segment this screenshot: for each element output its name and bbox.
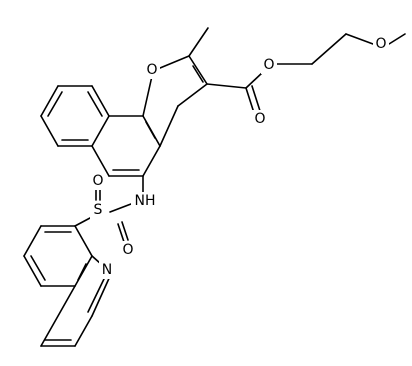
- ring-oxygen-label: O: [146, 62, 157, 78]
- bond-o1-c11: [159, 55, 190, 69]
- bond-c6-c1-inner: [87, 91, 103, 117]
- bond-n-c23: [91, 273, 112, 317]
- bond-s-o-bottom-a: [117, 223, 125, 243]
- bond-c7-c8-inner: [145, 121, 156, 139]
- ester-oxygen-atom: O: [261, 56, 277, 74]
- quinoline-nitrogen-label: N: [102, 262, 112, 278]
- bond-c12-c13: [177, 83, 208, 107]
- bond-c12-c14: [206, 83, 247, 89]
- atom-labels: O O O O NH S O O: [90, 35, 389, 279]
- sulfur-atom: S: [90, 201, 106, 219]
- bond-s-o-bottom-b: [121, 221, 129, 241]
- sulfonyl-oxygen-bottom-label: O: [122, 242, 133, 258]
- bond-c21-c22-inner: [77, 263, 87, 281]
- sulfonyl-oxygen-top-label: O: [92, 173, 103, 189]
- bond-c6-c1: [91, 85, 110, 117]
- amine-nh-label: NH: [135, 193, 156, 209]
- ring-oxygen-atom: O: [144, 61, 160, 79]
- quinoline-nitrogen-atom: N: [99, 261, 115, 279]
- bond-c15-c16: [311, 33, 347, 65]
- bond-n-c23-inner: [87, 278, 105, 313]
- bond-c25-c21: [40, 285, 76, 347]
- ester-oxygen-label: O: [263, 57, 274, 73]
- bond-c3-c4: [40, 115, 59, 147]
- bond-c2-c3-inner: [47, 91, 63, 117]
- bond-c19-c20: [23, 255, 42, 287]
- carbonyl-oxygen-atom: O: [252, 110, 268, 128]
- bond-c10-c5: [91, 145, 110, 177]
- sulfonyl-oxygen-bottom-atom: O: [120, 241, 136, 259]
- bond-c11-c12-inner: [192, 65, 204, 83]
- sulfur-label: S: [94, 202, 103, 218]
- bond-c7-o1: [142, 75, 153, 117]
- bond-c22-c17: [74, 225, 93, 257]
- bond-c11-methyl: [188, 27, 209, 57]
- sulfonyl-oxygen-top-atom: O: [90, 172, 106, 190]
- bond-c2-c3: [40, 85, 59, 117]
- bond-c5-c6: [91, 115, 110, 147]
- bond-c23-c24: [74, 315, 93, 347]
- bond-nh-s: [109, 203, 132, 213]
- bond-c13-c8: [159, 105, 179, 147]
- bond-c21-c22: [74, 255, 93, 287]
- bond-c18-c19: [23, 225, 42, 257]
- ether-oxygen-label: O: [375, 36, 386, 52]
- bond-c8-c9: [142, 145, 161, 177]
- bond-s-c17: [74, 217, 91, 227]
- bond-c14-o-ester: [245, 71, 264, 89]
- bonds: [23, 27, 406, 347]
- bond-c16-o-ether: [345, 33, 374, 45]
- bond-c11-c12: [188, 55, 208, 85]
- bond-o-ether-methyl: [388, 33, 406, 45]
- amine-nh-atom: NH: [131, 192, 159, 210]
- bond-c14-o-carbonyl-b: [251, 85, 262, 115]
- carbonyl-oxygen-label: O: [254, 111, 265, 127]
- ether-oxygen-atom: O: [373, 35, 389, 53]
- bond-c19-c20-inner: [30, 255, 46, 281]
